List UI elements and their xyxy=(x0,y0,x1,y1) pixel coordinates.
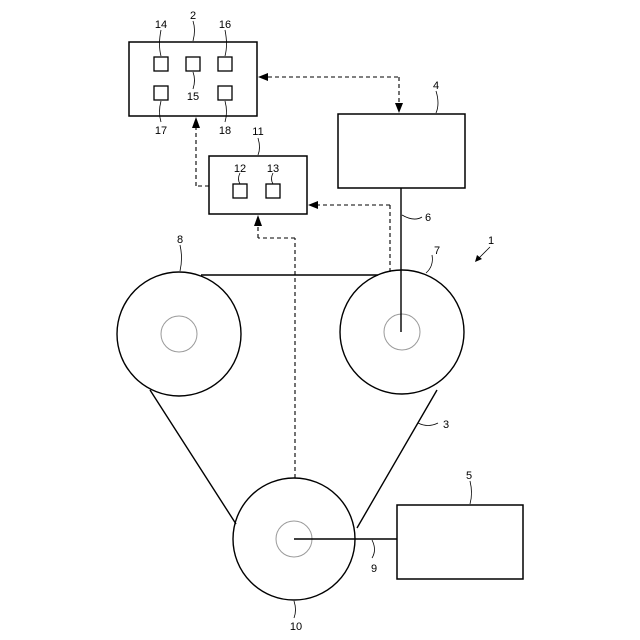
label-8: 8 xyxy=(177,234,183,246)
leader-8 xyxy=(180,245,182,271)
label-18: 18 xyxy=(219,125,231,137)
arrow-to-sensor-right xyxy=(308,201,318,209)
controller-box xyxy=(129,42,257,116)
drive-box xyxy=(338,114,465,188)
leader-10 xyxy=(294,601,296,618)
right-pulley xyxy=(340,270,464,394)
controller-element-15-top xyxy=(186,57,200,71)
label-10: 10 xyxy=(290,621,302,633)
controller-element-17 xyxy=(154,86,168,100)
sensor-element-12 xyxy=(233,184,247,198)
leader-1 xyxy=(478,247,490,259)
label-9: 9 xyxy=(371,563,377,575)
controller-element-14 xyxy=(154,57,168,71)
leader-11 xyxy=(258,138,260,155)
controller-element-18 xyxy=(218,86,232,100)
controller-element-16 xyxy=(218,57,232,71)
leader-6 xyxy=(402,215,422,219)
label-2: 2 xyxy=(190,10,196,22)
generator-box xyxy=(397,505,523,579)
leader-7 xyxy=(426,255,432,273)
left-pulley xyxy=(117,272,241,396)
leader-4 xyxy=(436,91,438,113)
leader-5 xyxy=(470,481,472,504)
label-12: 12 xyxy=(234,163,246,175)
label-15: 15 xyxy=(187,91,199,103)
label-1: 1 xyxy=(488,235,494,247)
right-pulley-hub xyxy=(384,314,420,350)
sensor-unit-box xyxy=(209,156,307,214)
label-11: 11 xyxy=(252,126,263,138)
arrow-to-sensor-bottom xyxy=(254,215,262,226)
label-5: 5 xyxy=(466,470,472,482)
label-14: 14 xyxy=(155,19,167,31)
arrow-to-drive xyxy=(395,103,403,113)
arrow-to-controller xyxy=(258,73,268,81)
arrow-to-controller-from-sensor xyxy=(192,117,200,128)
sensor-element-13 xyxy=(266,184,280,198)
label-17: 17 xyxy=(155,125,167,137)
label-13: 13 xyxy=(267,163,279,175)
label-3: 3 xyxy=(443,419,449,431)
label-6: 6 xyxy=(425,212,431,224)
leader-9 xyxy=(372,540,375,558)
leader-3 xyxy=(418,423,438,426)
leader-2 xyxy=(193,21,195,41)
left-pulley-hub xyxy=(161,316,197,352)
label-4: 4 xyxy=(433,80,439,92)
label-7: 7 xyxy=(434,245,440,257)
belt-left-segment xyxy=(150,390,236,524)
label-16: 16 xyxy=(219,19,231,31)
